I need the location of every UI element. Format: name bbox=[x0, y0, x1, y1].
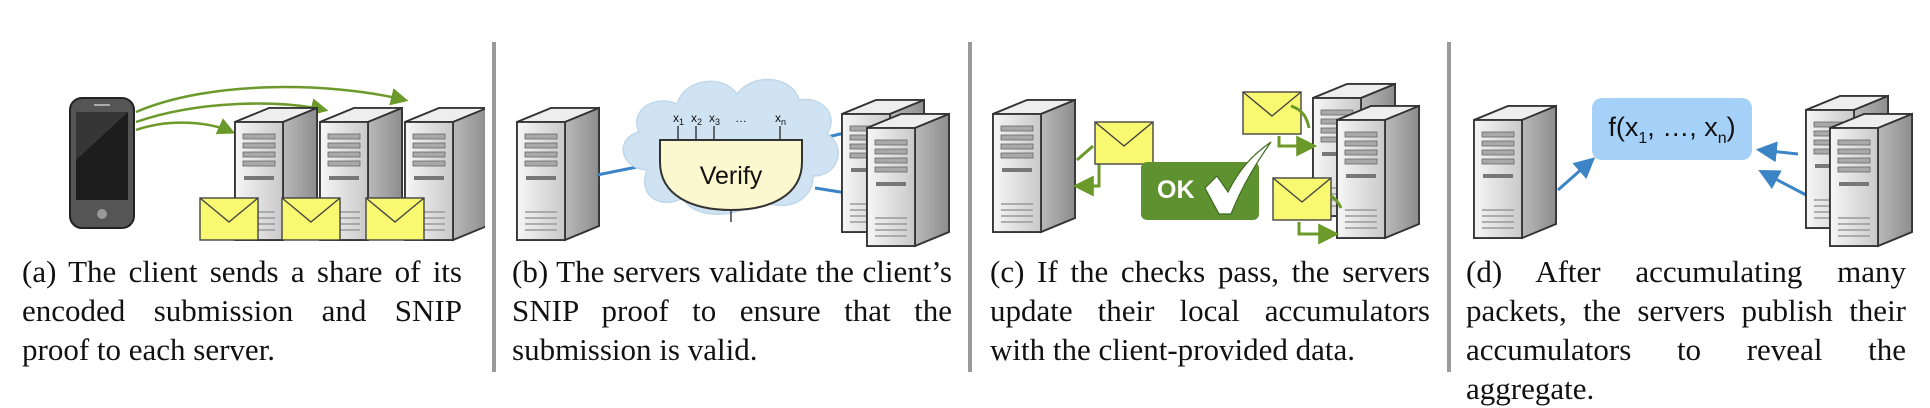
divider bbox=[1447, 42, 1451, 372]
ok-badge: OK bbox=[1141, 141, 1272, 220]
panel-c-illustration: OK bbox=[973, 0, 1450, 250]
verify-gate-icon bbox=[659, 126, 803, 222]
smartphone-icon bbox=[69, 97, 135, 229]
formula-label: f(x1, …, xn) bbox=[1608, 112, 1735, 147]
envelope-icon bbox=[281, 197, 341, 241]
update-arrow bbox=[1076, 144, 1094, 162]
input-ellipsis: … bbox=[735, 111, 747, 125]
share-arrow-1 bbox=[135, 118, 236, 135]
caption-b: (b) The servers validate the client’s SN… bbox=[512, 254, 952, 367]
server-icon bbox=[992, 99, 1076, 233]
server-icon bbox=[1473, 105, 1557, 239]
input-label: x1 bbox=[673, 111, 684, 127]
share-arrow-3 bbox=[135, 85, 409, 114]
publish-arrow bbox=[1758, 170, 1809, 198]
update-arrow bbox=[1330, 194, 1343, 209]
update-arrow bbox=[1297, 222, 1340, 245]
caption-c: (c) If the checks pass, the servers upda… bbox=[990, 254, 1430, 367]
panel-a-illustration bbox=[0, 0, 488, 250]
input-label: x2 bbox=[691, 111, 702, 127]
envelope-icon bbox=[1242, 91, 1302, 135]
formula-box-icon bbox=[1592, 98, 1752, 160]
input-label: xn bbox=[775, 111, 786, 127]
divider bbox=[492, 42, 496, 372]
publish-arrow bbox=[1755, 141, 1799, 163]
checkmark-icon bbox=[1204, 141, 1272, 215]
server-icon bbox=[516, 107, 600, 241]
envelope-icon bbox=[1272, 177, 1332, 221]
envelope-icon bbox=[365, 197, 425, 241]
caption-a: (a) The client sends a share of its enco… bbox=[22, 254, 462, 367]
publish-arrow bbox=[1557, 157, 1596, 192]
update-arrow bbox=[1277, 135, 1318, 157]
panel-b-illustration: Verify x1 x2 x3 … xn bbox=[497, 0, 975, 250]
update-arrow bbox=[1290, 104, 1311, 129]
server-icon bbox=[1829, 113, 1913, 247]
divider bbox=[968, 42, 972, 372]
update-arrow bbox=[1072, 164, 1101, 197]
ok-label: OK bbox=[1157, 176, 1195, 204]
verify-label: Verify bbox=[700, 162, 763, 190]
envelope-icon bbox=[1094, 121, 1154, 165]
envelope-icon bbox=[199, 197, 259, 241]
input-label: x3 bbox=[709, 111, 720, 127]
server-icon bbox=[1336, 105, 1420, 239]
share-arrow-2 bbox=[135, 98, 329, 124]
panel-d-illustration: f(x1, …, xn) bbox=[1452, 0, 1930, 250]
caption-d: (d) After accumulating many packets, the… bbox=[1466, 254, 1906, 406]
server-icon bbox=[866, 113, 950, 247]
